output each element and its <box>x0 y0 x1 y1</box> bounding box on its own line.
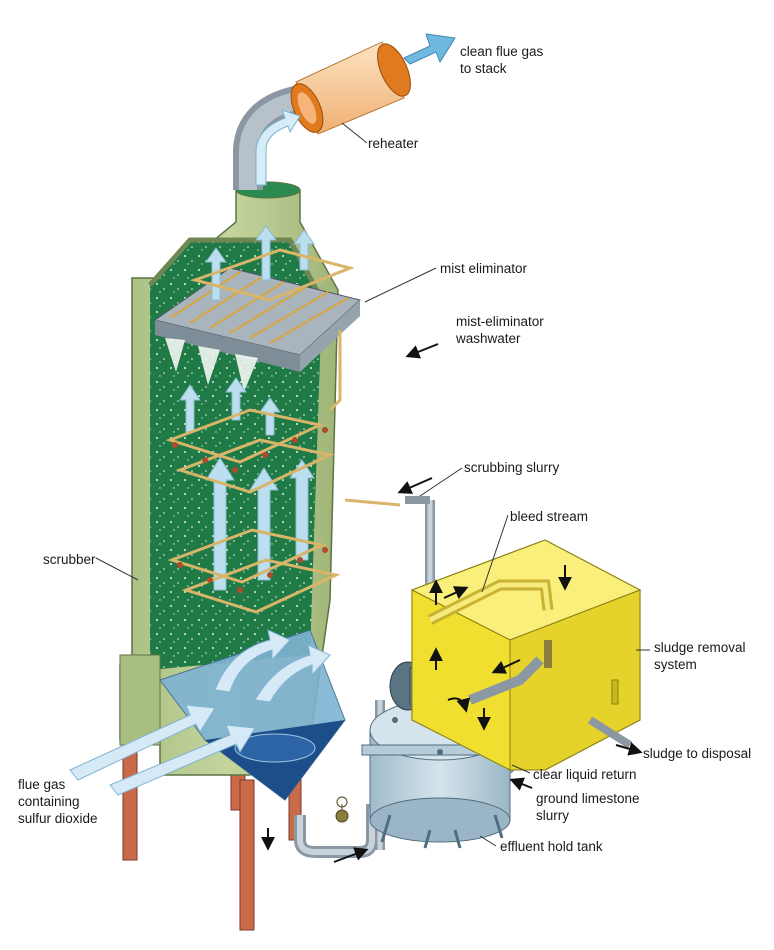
gas-flow-arrows <box>179 225 315 591</box>
duct-gas-arrow <box>255 109 301 186</box>
label-reheater: reheater <box>368 136 419 151</box>
bleed-stream-pipe <box>427 579 633 749</box>
mist-eliminator <box>153 267 362 392</box>
label-flue-gas-containing-sulfur-dioxide: flue gas containing sulfur dioxide <box>18 777 98 826</box>
clean-gas-arrow <box>403 33 456 65</box>
label-clean-flue-gas: clean flue gas to stack <box>460 44 544 76</box>
label-mist-eliminator: mist eliminator <box>440 261 528 276</box>
leader-lines <box>95 122 650 847</box>
label-clear-liquid-return: clear liquid return <box>533 767 637 782</box>
sludge-removal-box <box>410 539 642 771</box>
label-sludge-to-disposal: sludge to disposal <box>643 746 752 761</box>
label-ground-limestone-slurry: ground limestone slurry <box>536 791 640 823</box>
spray-headers <box>165 248 401 614</box>
label-bleed-stream: bleed stream <box>510 509 589 524</box>
label-sludge-removal-system: sludge removal system <box>654 640 746 672</box>
label-scrubber: scrubber <box>43 552 96 567</box>
label-effluent-hold-tank: effluent hold tank <box>500 839 603 854</box>
label-scrubbing-slurry: scrubbing slurry <box>464 460 560 475</box>
flow-direction-arrow <box>261 343 643 863</box>
label-mist-eliminator-washwater: mist-eliminator washwater <box>456 314 544 346</box>
outlet-duct <box>233 85 304 190</box>
flue-gas-inlet-arrows <box>69 629 331 796</box>
spray-nozzle-icon <box>172 427 328 593</box>
reheater <box>290 41 411 135</box>
